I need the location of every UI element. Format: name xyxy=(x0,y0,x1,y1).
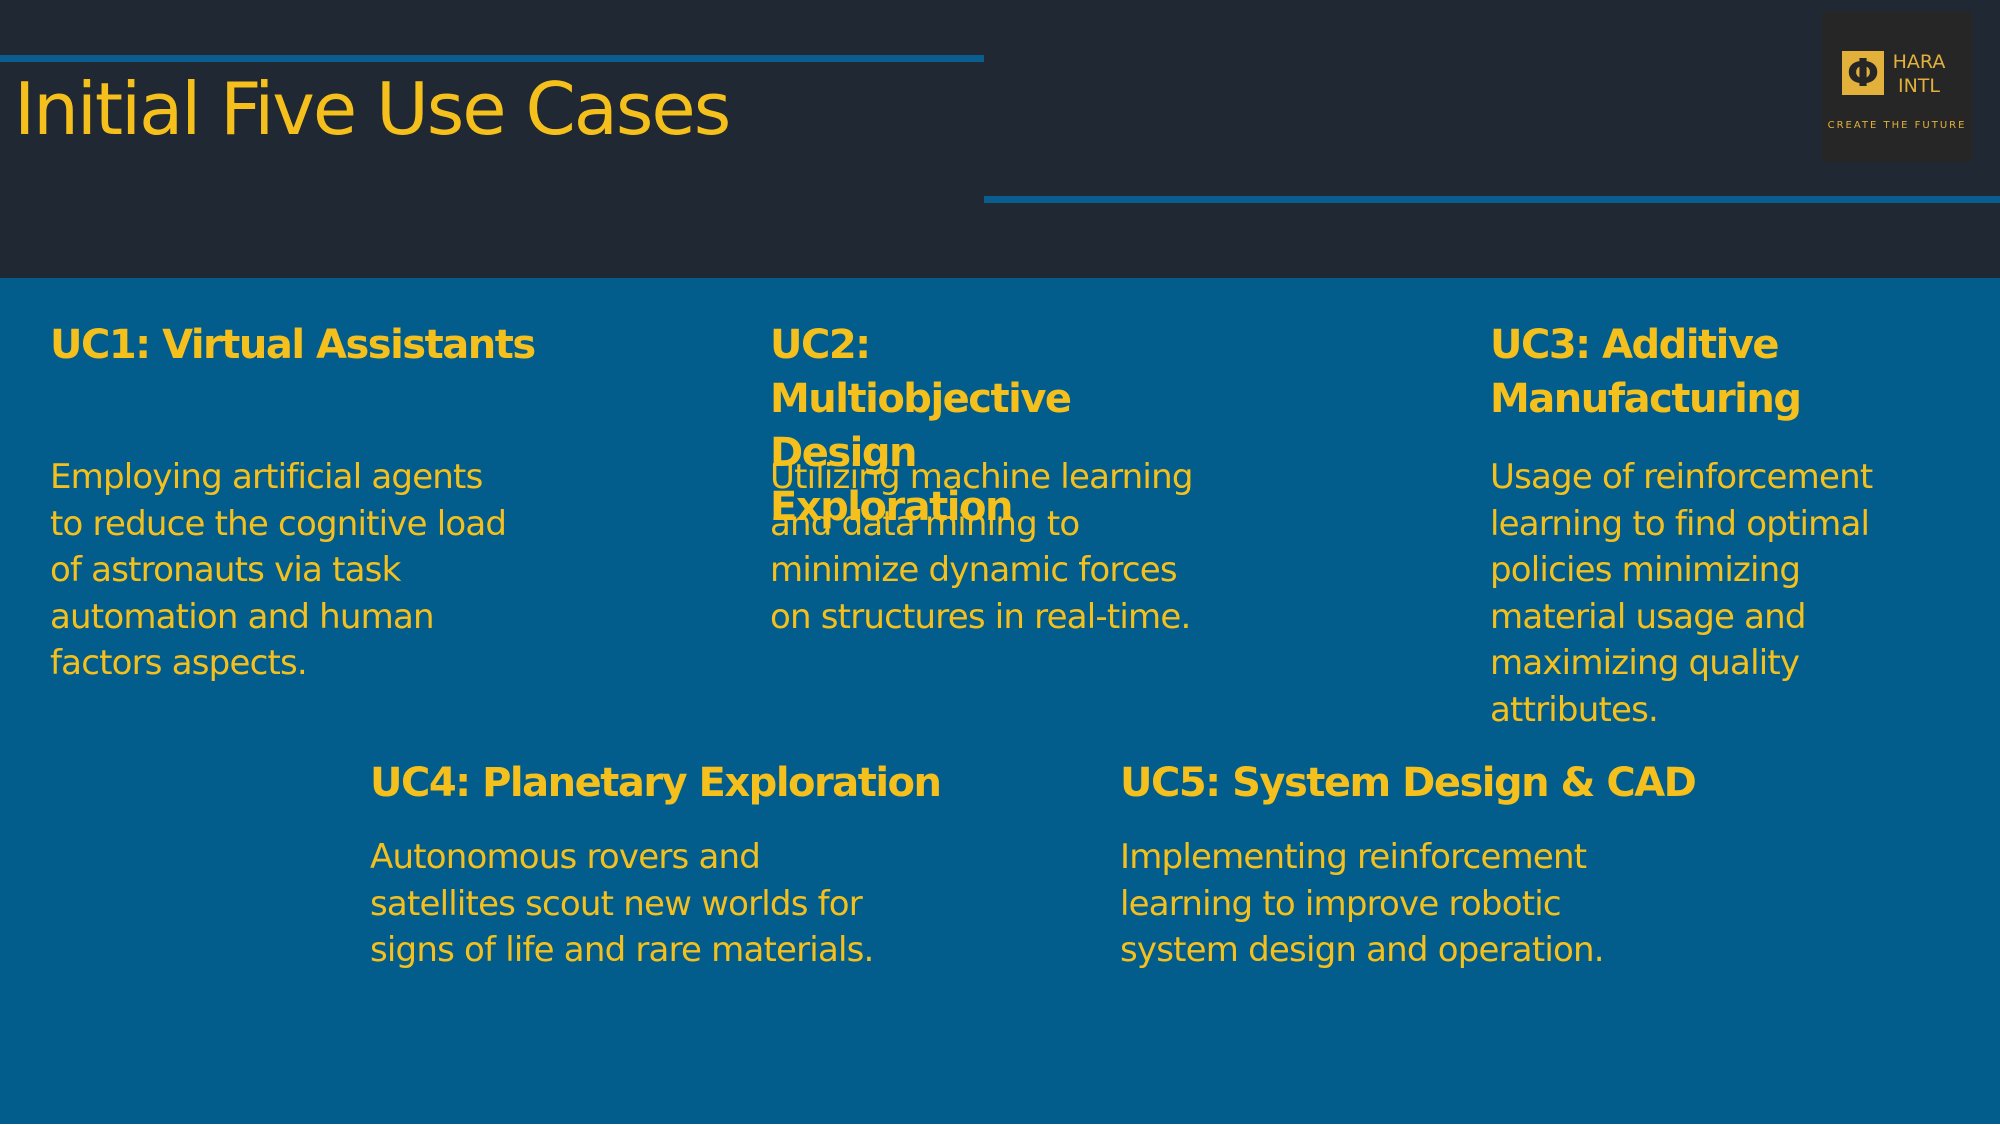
use-case-description: Employing artificial agents to reduce th… xyxy=(50,457,507,683)
phi-logo-icon: Φ xyxy=(1842,51,1884,95)
use-case-heading: UC5: System Design & CAD xyxy=(1120,760,1697,806)
use-case-description: Autonomous rovers and satellites scout n… xyxy=(370,837,874,970)
use-case-2: UC2: Multiobjective Design Exploration U… xyxy=(770,318,1330,637)
use-case-5: UC5: System Design & CAD Implementing re… xyxy=(1120,756,1740,970)
bottom-accent-rule xyxy=(984,196,2000,203)
company-logo: Φ HARA INTL CREATE THE FUTURE xyxy=(1822,12,1972,162)
use-case-heading: UC1: Virtual Assistants xyxy=(50,322,536,368)
bottom-edge xyxy=(0,1124,2000,1126)
header-band xyxy=(0,0,2000,278)
use-case-heading: UC3: Additive Manufacturing xyxy=(1490,322,1802,422)
use-case-4: UC4: Planetary Exploration Autonomous ro… xyxy=(370,756,990,970)
logo-name: HARA INTL xyxy=(1892,51,1946,97)
page-title: Initial Five Use Cases xyxy=(14,67,731,151)
use-case-description: Implementing reinforcement learning to i… xyxy=(1120,837,1605,970)
use-case-heading: UC2: Multiobjective Design Exploration xyxy=(770,322,1072,530)
content-area xyxy=(0,278,2000,1126)
use-case-description: Utilizing machine learning and data mini… xyxy=(770,457,1193,637)
use-case-heading: UC4: Planetary Exploration xyxy=(370,760,942,806)
top-accent-rule xyxy=(0,55,984,62)
use-case-description: Usage of reinforcement learning to find … xyxy=(1490,457,1873,730)
use-case-3: UC3: Additive Manufacturing Usage of rei… xyxy=(1490,318,1960,730)
logo-tagline: CREATE THE FUTURE xyxy=(1827,120,1967,131)
use-case-1: UC1: Virtual Assistants Employing artifi… xyxy=(50,318,610,683)
